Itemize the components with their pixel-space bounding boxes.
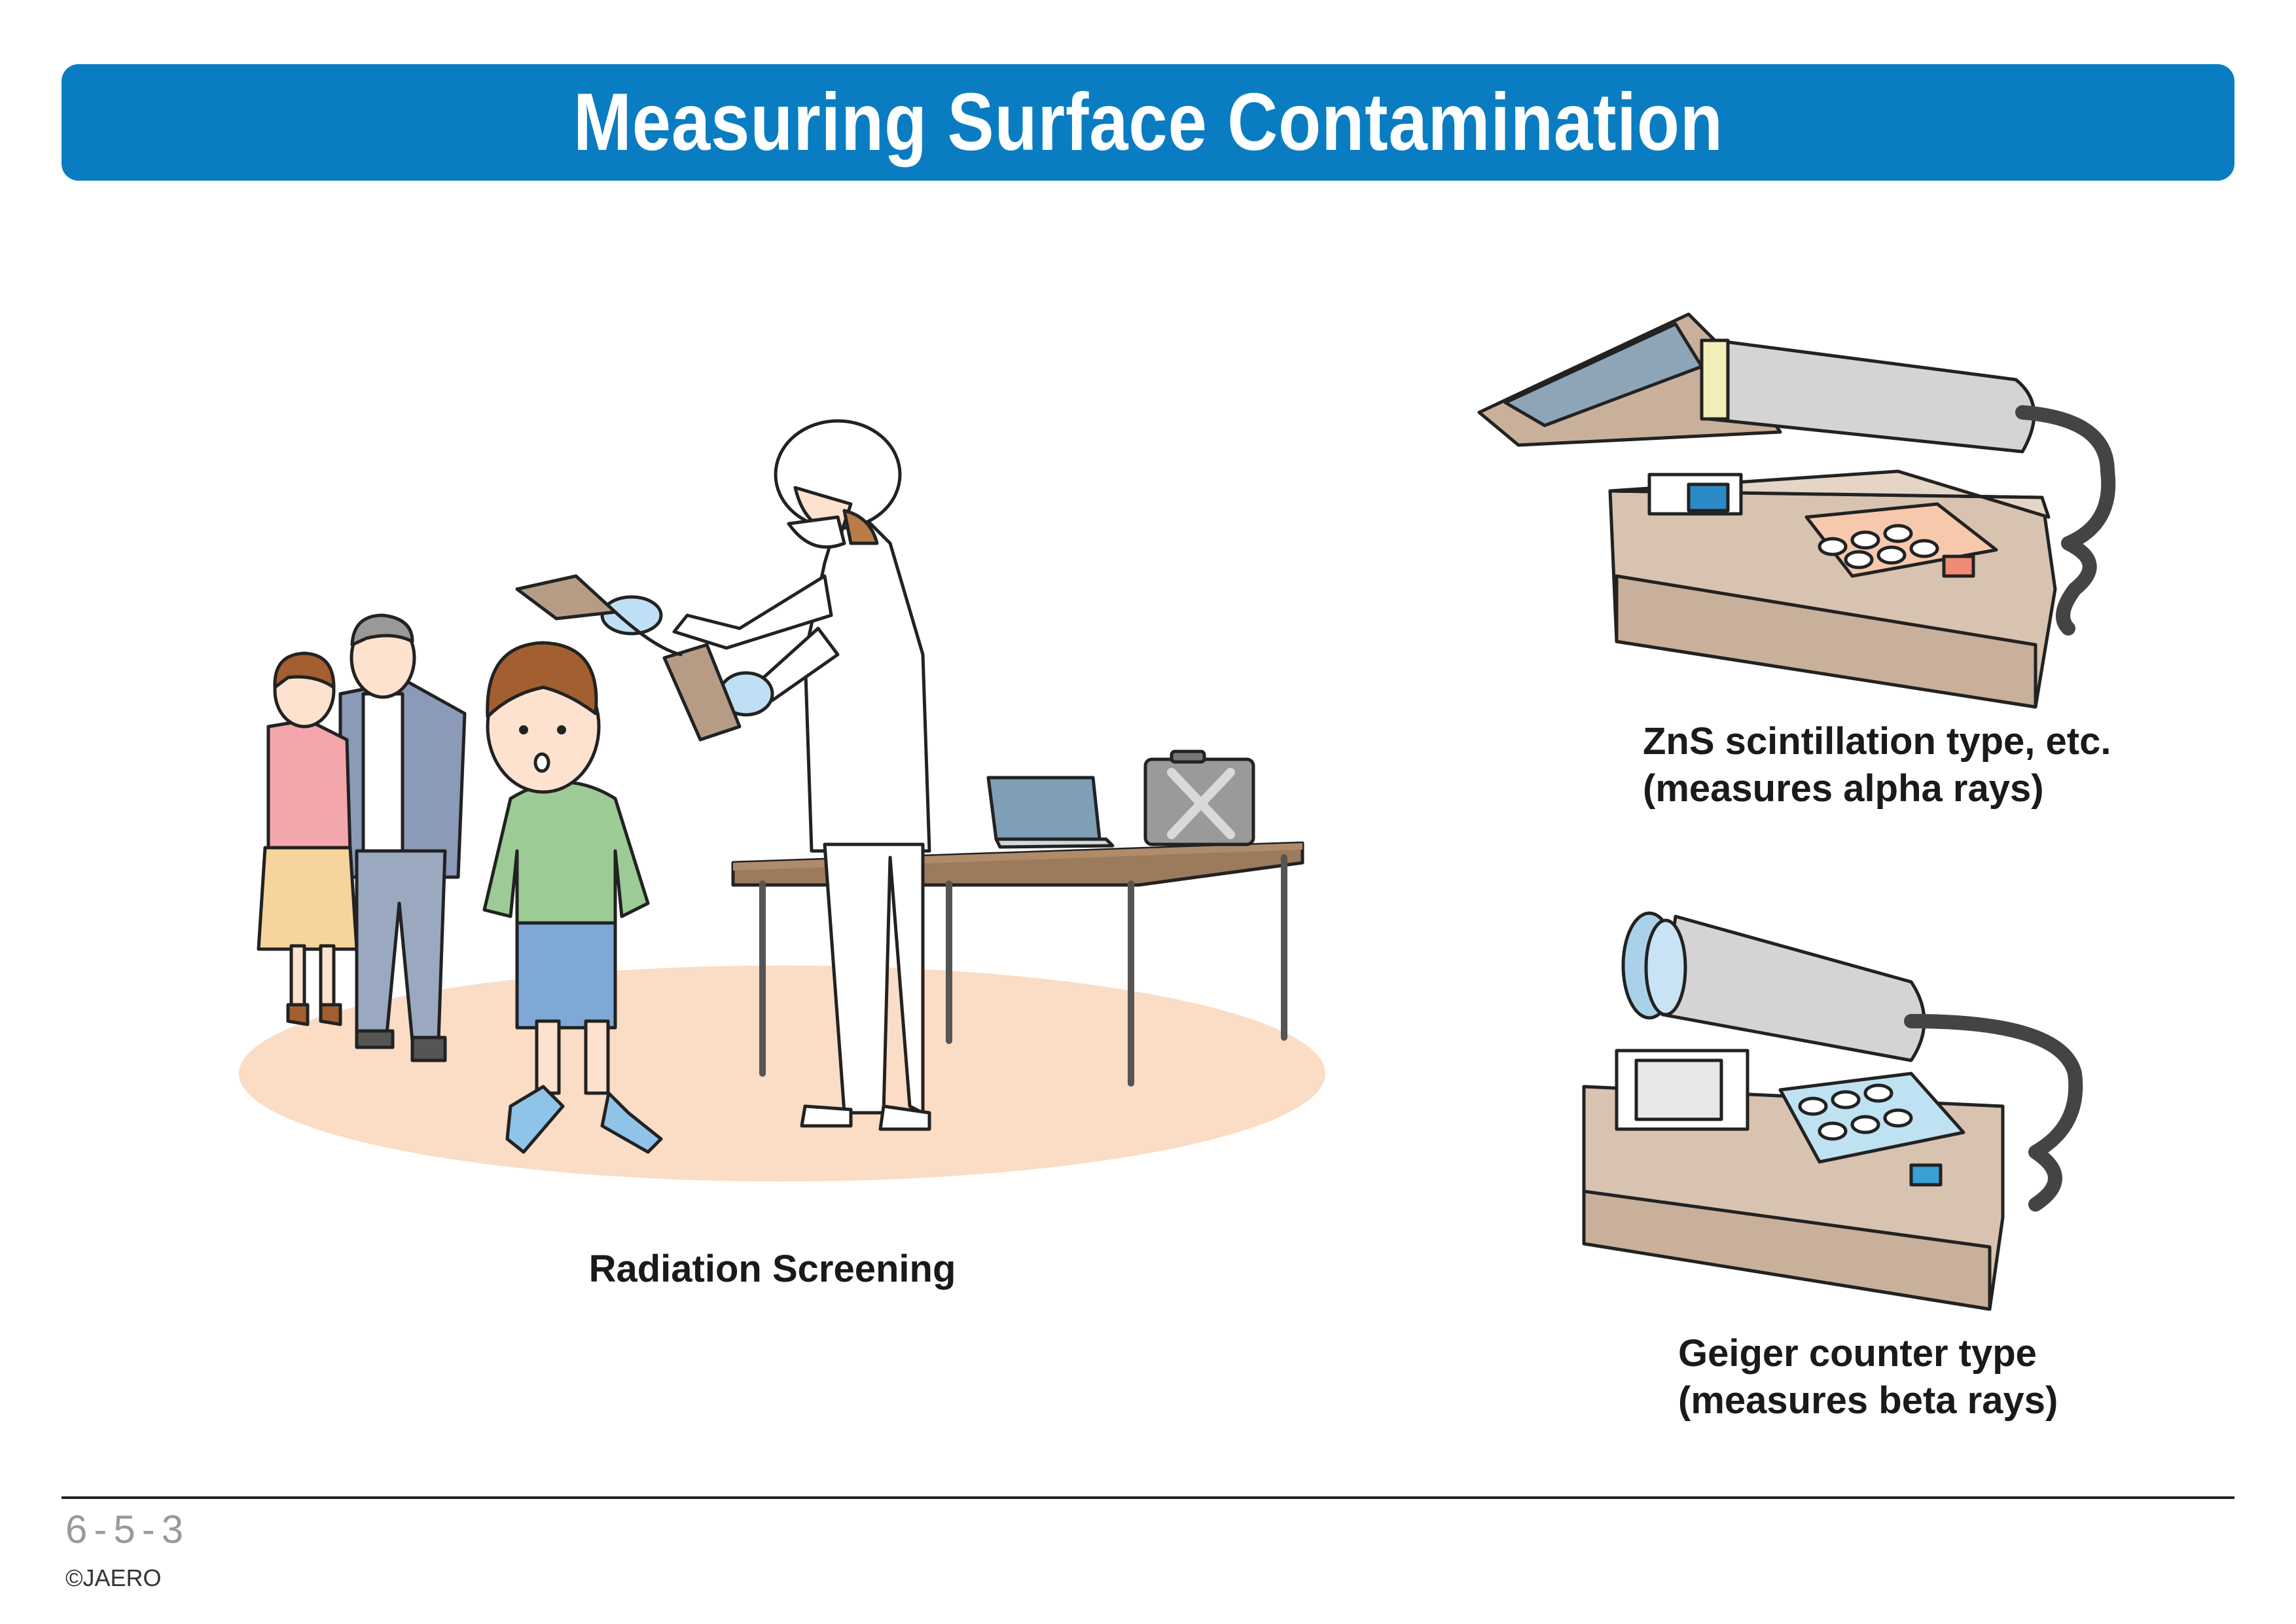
page-number: 6-5-3 — [65, 1507, 190, 1551]
beta-device-caption-line2: (measures beta rays) — [1678, 1379, 2058, 1422]
alpha-device-caption-line1: ZnS scintillation type, etc. — [1643, 720, 2111, 763]
copyright-notice: ©JAERO — [65, 1564, 162, 1591]
alpha-device-caption-line2: (measures alpha rays) — [1643, 767, 2044, 810]
man-figure — [338, 613, 467, 1062]
floor-shadow — [239, 965, 1325, 1182]
laptop-icon — [986, 776, 1115, 849]
footer-divider — [62, 1496, 2234, 1499]
zns-scintillation-counter: ZnS scintillation type, etc. (measures a… — [1477, 312, 2116, 810]
beta-device-caption-line1: Geiger counter type — [1678, 1332, 2037, 1375]
survey-probe-icon — [515, 574, 742, 742]
scene-caption: Radiation Screening — [589, 1248, 956, 1290]
boy-figure — [482, 641, 663, 1154]
inspector-figure — [600, 419, 931, 1131]
screening-scene: Radiation Screening — [239, 419, 1325, 1290]
equipment-case-icon — [1143, 749, 1255, 846]
page-title: Measuring Surface Contamination — [573, 77, 1723, 168]
geiger-counter: Geiger counter type (measures beta rays) — [1582, 911, 2083, 1422]
inspector-glove — [600, 595, 663, 636]
title-banner: Measuring Surface Contamination — [62, 64, 2234, 181]
woman-figure — [257, 651, 359, 1026]
